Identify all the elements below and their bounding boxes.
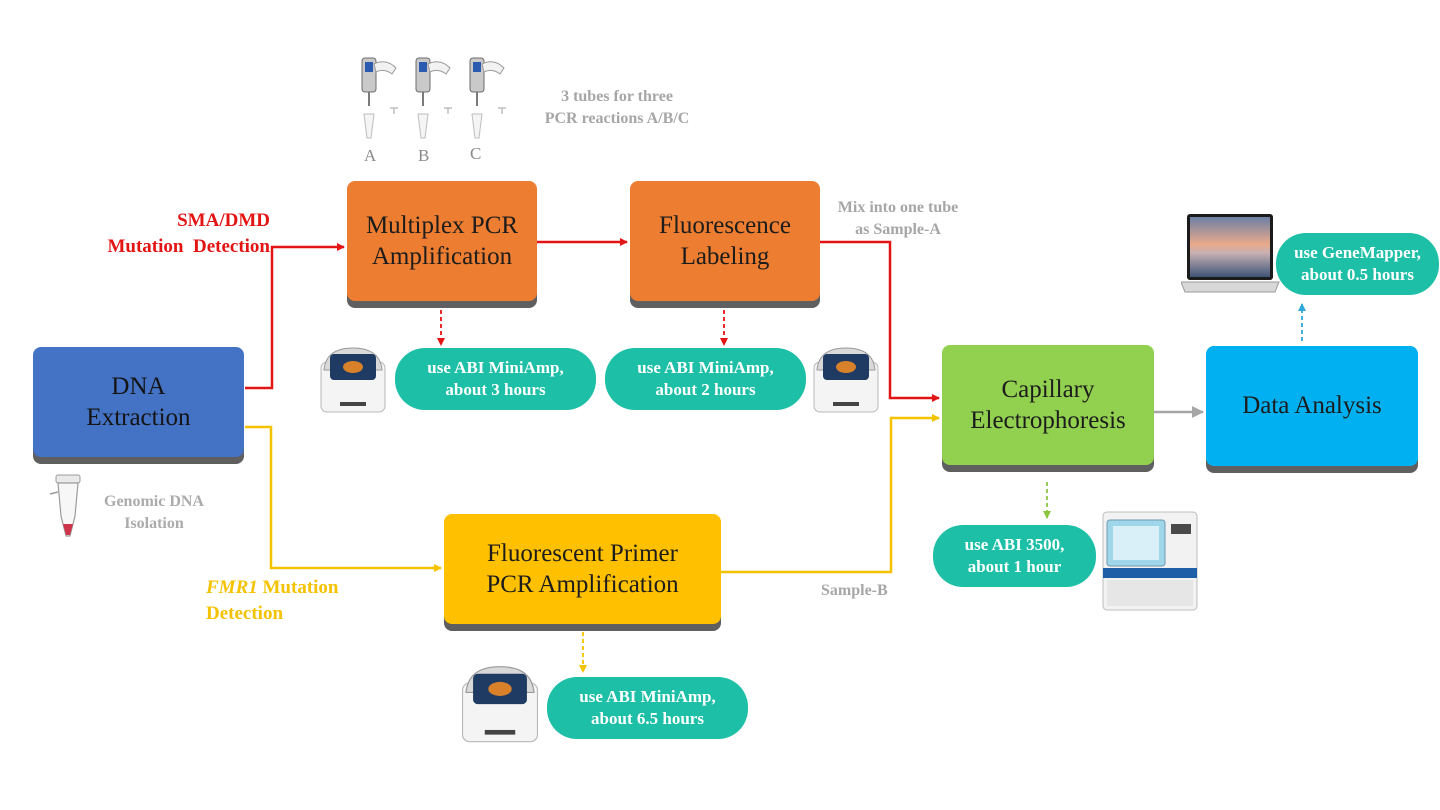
miniamp-2h-note: use ABI MiniAmp, about 2 hours [605, 348, 806, 410]
genomic-note: Genomic DNA Isolation [104, 493, 204, 532]
pipette-tubes-illustration [361, 57, 506, 139]
pipette-b-icon [415, 57, 452, 139]
sma-dmd-label: SMA/DMD Mutation Detection [107, 210, 270, 257]
fmr1-gene-name: FMR1 [206, 577, 258, 598]
miniamp-65h-note: use ABI MiniAmp, about 6.5 hours [547, 677, 748, 739]
tube-letter-a: A [364, 146, 377, 165]
data-analysis-box: Data Analysis [1206, 346, 1418, 466]
mix-note: Mix into one tube as Sample-A [837, 199, 959, 238]
arrow-fmr-pcr-to-capillary [721, 414, 940, 574]
multiplex-pcr-box: Multiplex PCR Amplification [347, 181, 537, 301]
fmr1-label: FMR1 Mutation Detection [206, 577, 339, 624]
thermocycler-icon-2 [813, 347, 879, 413]
dna-extraction-box: DNA Extraction [33, 347, 244, 457]
microtube-icon [49, 474, 81, 537]
genemapper-note: use GeneMapper, about 0.5 hours [1276, 233, 1439, 295]
fluorescent-primer-pcr-box: Fluorescent Primer PCR Amplification [444, 514, 721, 624]
pipette-c-icon [469, 57, 506, 139]
tube-letter-c: C [470, 144, 482, 163]
thermocycler-icon-3 [461, 666, 539, 743]
miniamp-3h-note: use ABI MiniAmp, about 3 hours [395, 348, 596, 410]
capillary-electrophoresis-box: Capillary Electrophoresis [942, 345, 1154, 465]
genetic-analyzer-icon [1102, 511, 1198, 611]
arrow-labeling-to-capillary [820, 240, 940, 402]
thermocycler-icon-1 [320, 347, 386, 413]
sample-b-label: Sample-B [821, 582, 888, 599]
pipette-a-icon [361, 57, 398, 139]
fluorescence-labeling-box: Fluorescence Labeling [630, 181, 820, 301]
tube-letter-b: B [418, 146, 430, 165]
arrow-dna-to-multiplex [245, 243, 345, 390]
abi3500-note: use ABI 3500, about 1 hour [933, 525, 1096, 587]
tubes-note: 3 tubes for three PCR reactions A/B/C [544, 88, 690, 127]
laptop-icon [1181, 214, 1280, 293]
arrow-dna-to-fmr-pcr [245, 425, 442, 572]
